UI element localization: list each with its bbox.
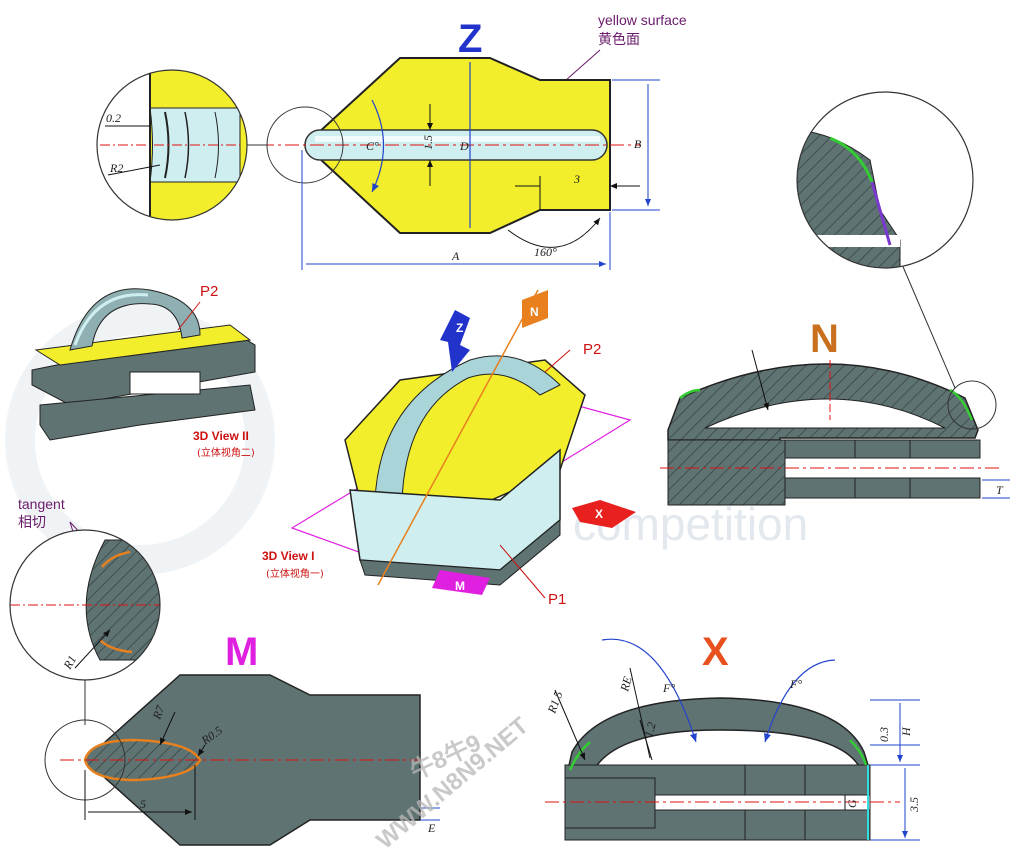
m-detail-zoom: tangent 相切 R1 — [9, 496, 161, 725]
label-p1: P1 — [548, 591, 566, 608]
label-p2-view2: P2 — [200, 283, 218, 300]
dim-r7: R7 — [149, 703, 167, 722]
dim-c-angle: C° — [366, 139, 379, 153]
dim-g: G — [845, 799, 859, 808]
x-view-title: X — [702, 630, 729, 674]
n-view: N T — [660, 254, 1010, 506]
tangent-note-cn: 相切 — [18, 514, 46, 530]
m-direction-arrow — [432, 570, 490, 595]
tangent-note-en: tangent — [18, 496, 65, 512]
3d-view-2: P2 3D View II (立体视角二) — [31, 283, 256, 459]
dim-a: A — [451, 249, 460, 263]
dim-f-right: F° — [789, 677, 802, 691]
dim-5: 5 — [140, 797, 146, 811]
arrow-letter-z: Z — [456, 321, 463, 335]
z-view-title: Z — [458, 17, 482, 61]
dim-1-5: 1.5 — [421, 135, 435, 150]
dim-r1-5: R1.5 — [544, 689, 565, 716]
arrow-letter-m: M — [455, 579, 465, 593]
dim-re: RE — [617, 674, 635, 693]
dim-r2: R2 — [109, 161, 123, 175]
yellow-surface-note-en: yellow surface — [598, 12, 687, 28]
m-view: M R7 R0.5 5 E — [44, 630, 440, 846]
view2-title: 3D View II — [193, 429, 249, 443]
dim-e: E — [427, 821, 436, 835]
3d-view-1: P2 P1 3D View I (立体视角一) Z N M X — [262, 289, 636, 608]
yellow-surface-note-cn: 黄色面 — [598, 31, 640, 47]
dim-f-left: F° — [662, 681, 675, 695]
dim-b: B — [634, 137, 642, 151]
n-direction-marker — [522, 290, 548, 328]
z-detail-zoom: 0.2 R2 — [96, 69, 248, 221]
dim-t: T — [996, 483, 1004, 497]
dim-160: 160° — [534, 245, 557, 259]
dim-d: D — [459, 139, 469, 153]
dim-0-3: 0.3 — [877, 727, 891, 742]
view1-subtitle: (立体视角一) — [266, 567, 324, 580]
x-direction-arrow — [572, 500, 636, 528]
dim-h: H — [899, 726, 913, 737]
dim-0-2: 0.2 — [106, 111, 121, 125]
view2-subtitle: (立体视角二) — [197, 446, 255, 459]
arrow-letter-n: N — [530, 305, 539, 319]
n-detail-zoom — [796, 91, 974, 269]
x-view: X R1.5 RE F° F° 1.2 H 0.3 G 3.5 — [544, 630, 921, 841]
n-view-title: N — [810, 317, 839, 361]
z-direction-arrow — [440, 310, 470, 372]
m-view-title: M — [225, 630, 258, 674]
view1-title: 3D View I — [262, 549, 314, 563]
z-view: Z yellow surface 黄色面 C° 1.5 D 3 B A 160 — [245, 12, 687, 270]
dim-3: 3 — [573, 172, 580, 186]
arrow-letter-x: X — [595, 507, 603, 521]
dim-3-5: 3.5 — [907, 797, 921, 813]
dim-r1: R1 — [60, 653, 79, 672]
label-p2-view1: P2 — [583, 341, 601, 358]
dim-1-2: 1.2 — [641, 721, 658, 739]
